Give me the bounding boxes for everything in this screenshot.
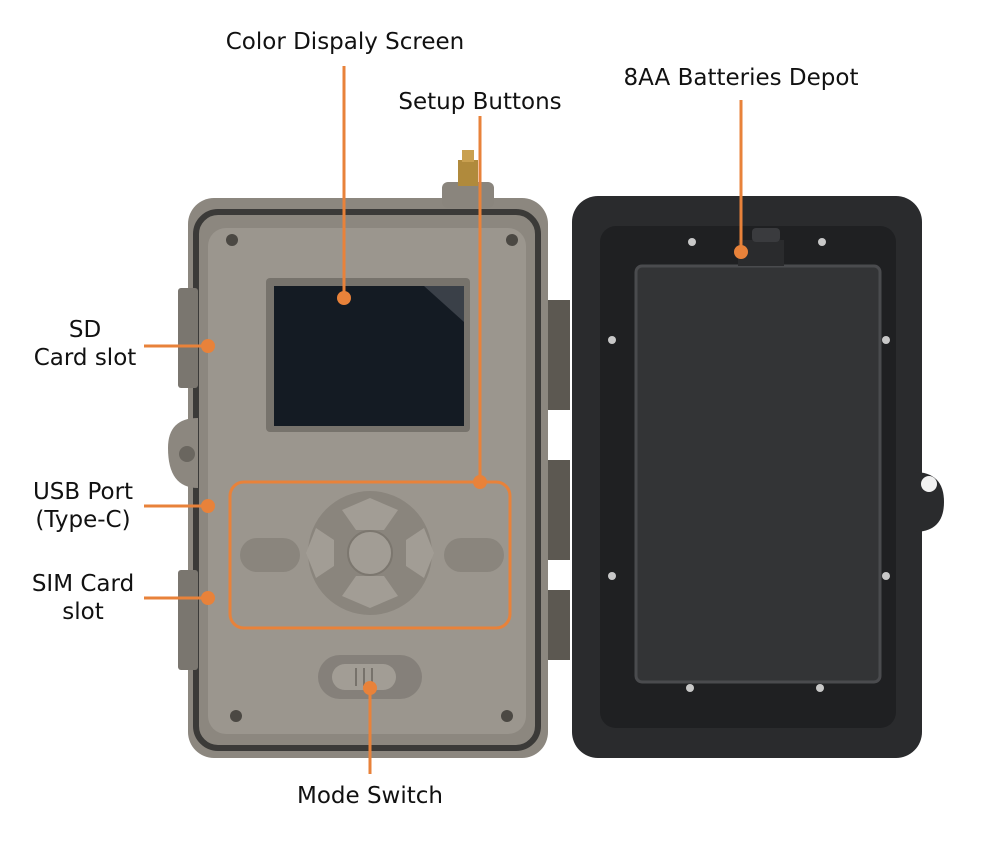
antenna-connector-icon — [442, 150, 494, 208]
color-display-label: Color Dispaly Screen — [225, 29, 465, 55]
mode-switch — [318, 655, 422, 699]
front-screws — [226, 234, 518, 722]
sim-label-line1: SIM Card — [31, 571, 135, 597]
sim-label-line2: slot — [62, 599, 104, 625]
usb-label-line1: USB Port — [32, 479, 134, 505]
usb-port-label: USB Port (Type-C) — [24, 478, 142, 534]
setup-buttons-panel — [240, 491, 504, 615]
setup-buttons-label: Setup Buttons — [398, 89, 562, 115]
lid-screws — [608, 238, 890, 692]
battery-lid — [572, 196, 944, 758]
mode-switch-label: Mode Switch — [296, 783, 444, 809]
sd-label-line2: Card slot — [33, 345, 137, 371]
dpad-icon — [306, 491, 434, 615]
color-display-screen — [266, 278, 470, 432]
callout-lines — [144, 66, 743, 774]
usb-label-line2: (Type-C) — [35, 507, 131, 533]
callout-dots — [201, 245, 748, 695]
sd-card-label: SD Card slot — [30, 316, 140, 372]
sd-label-line1: SD — [68, 317, 102, 343]
batteries-label: 8AA Batteries Depot — [623, 65, 859, 91]
sim-card-label: SIM Card slot — [24, 570, 142, 626]
